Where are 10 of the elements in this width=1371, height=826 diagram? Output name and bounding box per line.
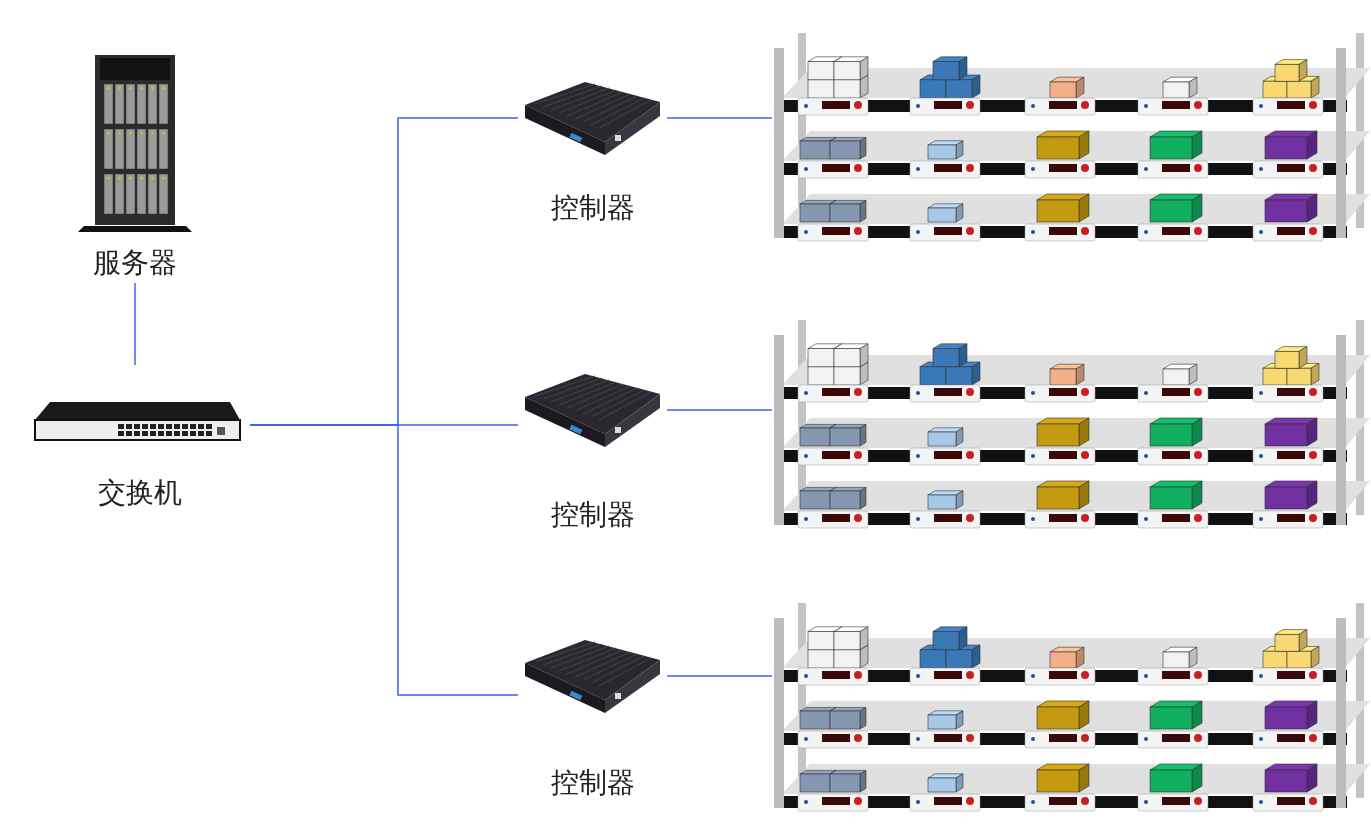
connection-line xyxy=(666,675,773,677)
device-label: 控制器 xyxy=(550,766,635,800)
connection-line xyxy=(666,409,773,411)
device-label: 交换机 xyxy=(98,476,182,510)
device-label: 控制器 xyxy=(550,498,635,532)
device-label: 控制器 xyxy=(550,191,635,225)
connection-line xyxy=(134,282,136,366)
connection-line xyxy=(249,424,519,696)
device-label: 服务器 xyxy=(93,246,177,280)
connection-line xyxy=(666,117,773,119)
